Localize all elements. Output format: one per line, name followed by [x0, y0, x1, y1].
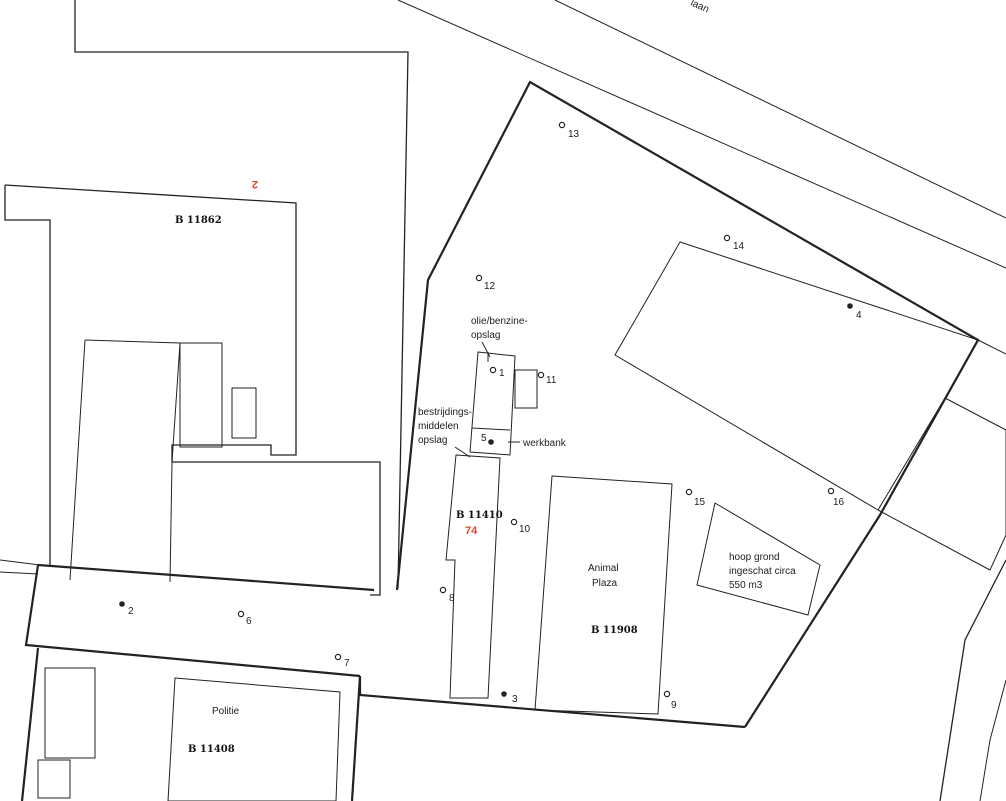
- sampling-point-label: 8: [449, 593, 455, 604]
- sampling-point-label: 2: [128, 606, 134, 617]
- oil-storage-leader: [481, 341, 491, 358]
- east-building: [877, 397, 1006, 571]
- sampling-point-13: 13: [558, 121, 580, 140]
- animal-plaza-label-line1: Animal: [588, 563, 619, 574]
- parcel-north-west: B 11862: [175, 215, 222, 226]
- sampling-point-marker: [537, 371, 545, 379]
- sampling-point-marker: [558, 121, 566, 129]
- soil-heap-label-line1: hoop grond: [729, 552, 780, 563]
- sampling-point-marker: [827, 487, 835, 495]
- sampling-point-label: 14: [733, 241, 745, 252]
- sampling-point-marker: [475, 274, 483, 282]
- sampling-point-label: 5: [481, 433, 487, 444]
- animal-plaza-building: [534, 475, 673, 715]
- sampling-point-marker: [489, 366, 497, 374]
- street-label: laan: [689, 0, 711, 15]
- east-road-edge: [977, 339, 1006, 355]
- sampling-points: 1 2 3 4 5 6 7 8: [119, 121, 862, 711]
- soil-heap-label-line3: 550 m3: [729, 580, 763, 591]
- sampling-point-label: 16: [833, 497, 845, 508]
- sampling-point-9: 9: [663, 690, 677, 711]
- oil-storage-label-line2: opslag: [471, 330, 500, 341]
- east-edge-2: [979, 679, 1006, 801]
- soil-heap-label-line2: ingeschat circa: [729, 566, 796, 577]
- pesticide-label-line2: middelen: [418, 421, 459, 432]
- pesticide-label-line3: opslag: [418, 435, 447, 446]
- pesticide-leader: [454, 446, 471, 458]
- sampling-point-label: 1: [499, 368, 505, 379]
- sampling-point-marker: [663, 690, 671, 698]
- sampling-point-marker: [119, 601, 125, 607]
- sampling-point-2: 2: [119, 601, 134, 617]
- parcel-animal-plaza: B 11908: [591, 625, 638, 636]
- sampling-point-3: 3: [501, 691, 518, 705]
- animal-plaza-label-line2: Plaza: [592, 578, 617, 589]
- pesticide-label-line1: bestrijdings-: [418, 407, 472, 418]
- parcel-center: B 11410: [456, 510, 503, 521]
- sampling-point-10: 10: [510, 518, 531, 535]
- sampling-point-marker: [501, 691, 507, 697]
- sampling-point-marker: [439, 586, 447, 594]
- sampling-point-marker: [237, 610, 245, 618]
- sampling-point-marker: [510, 518, 518, 526]
- sampling-point-16: 16: [827, 487, 845, 508]
- sampling-point-marker: [488, 439, 494, 445]
- sampling-point-5: 5: [481, 433, 494, 445]
- road-strip: [0, 559, 746, 729]
- north-west-complex: [4, 0, 409, 596]
- sampling-point-marker: [334, 653, 342, 661]
- sampling-point-6: 6: [237, 610, 252, 627]
- sampling-point-marker: [685, 488, 693, 496]
- sampling-point-label: 13: [568, 129, 580, 140]
- oil-storage-label-line1: olie/benzine-: [471, 316, 528, 327]
- sampling-point-label: 6: [246, 616, 252, 627]
- sampling-point-12: 12: [475, 274, 496, 292]
- sampling-point-marker: [847, 303, 853, 309]
- sampling-point-1: 1: [489, 366, 505, 379]
- workbench-label: werkbank: [522, 438, 567, 449]
- street-lines: [397, 0, 1006, 269]
- sampling-point-label: 11: [546, 375, 557, 386]
- sampling-point-7: 7: [334, 653, 350, 669]
- site-boundary: [395, 80, 980, 728]
- police-block: [20, 647, 362, 801]
- house-number-north-west: 2: [252, 178, 258, 190]
- sampling-point-11: 11: [537, 371, 557, 386]
- house-number-center: 74: [465, 525, 478, 537]
- sampling-point-4: 4: [847, 303, 862, 321]
- parcel-police: B 11408: [188, 744, 235, 755]
- sampling-point-label: 4: [856, 310, 862, 321]
- sampling-point-8: 8: [439, 586, 455, 604]
- sampling-point-label: 9: [671, 700, 677, 711]
- sampling-point-label: 7: [344, 658, 350, 669]
- sampling-point-label: 12: [484, 281, 496, 292]
- east-edge-3: [939, 559, 1006, 801]
- police-label: Politie: [212, 706, 240, 717]
- sampling-point-15: 15: [685, 488, 706, 508]
- soil-heap-area: [696, 502, 821, 616]
- sampling-point-marker: [723, 234, 731, 242]
- sampling-point-label: 15: [694, 497, 706, 508]
- sampling-point-label: 3: [512, 694, 518, 705]
- sampling-point-14: 14: [723, 234, 745, 252]
- north-east-building: [614, 241, 979, 511]
- sampling-point-label: 10: [519, 524, 531, 535]
